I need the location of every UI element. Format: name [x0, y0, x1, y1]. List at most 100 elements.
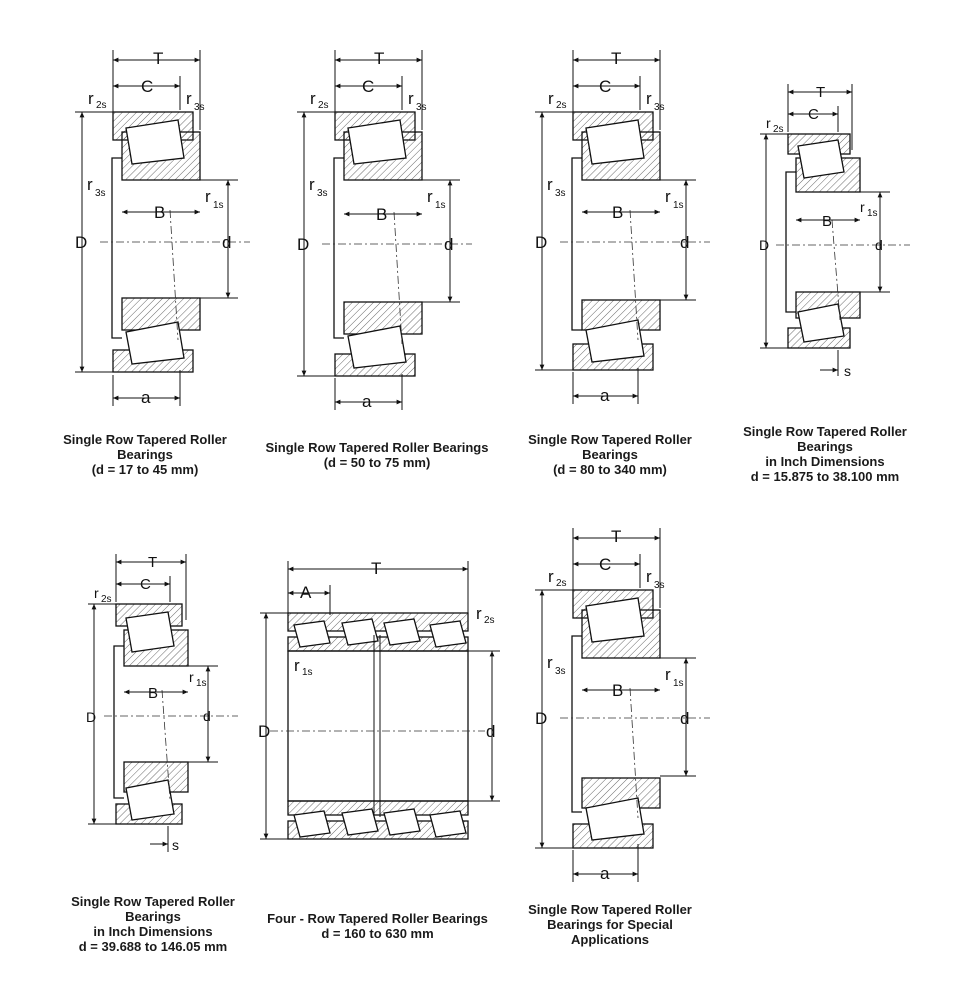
- dimension-label: d: [680, 709, 689, 728]
- dimension-label: C: [140, 576, 151, 593]
- dimension-label: a: [362, 392, 372, 411]
- caption-line: Bearings: [797, 439, 853, 454]
- dimension-label: 2s: [318, 100, 329, 111]
- label-r2s: r: [88, 89, 94, 108]
- dimension-label: T: [611, 527, 621, 546]
- caption-line: (d = 17 to 45 mm): [91, 462, 199, 477]
- dimension-label: T: [611, 49, 621, 68]
- label-r1s: r: [205, 187, 211, 206]
- dimension-label: r: [189, 669, 194, 685]
- dimension-label: 1s: [673, 200, 684, 211]
- dimension-label: 2s: [101, 594, 112, 605]
- dimension-label: r: [408, 89, 414, 108]
- bearing-panel-6: T A r 2s r 1s D d Four - Row Tapered: [250, 555, 510, 955]
- dimension-label: B: [612, 681, 623, 700]
- caption-line: d = 160 to 630 mm: [321, 926, 434, 941]
- caption-2: Single Row Tapered Roller Bearings(d = 5…: [252, 440, 502, 470]
- dimension-label: d: [203, 708, 211, 724]
- dimension-label: 1s: [435, 200, 446, 211]
- dimension-label: 3s: [654, 102, 665, 113]
- caption-line: d = 39.688 to 146.05 mm: [78, 939, 228, 954]
- bearing-drawing-7: T C r 2s r 3s r 3s D d r 1s B a: [535, 527, 710, 883]
- dimension-label: d: [486, 722, 495, 741]
- dimension-label: D: [535, 709, 547, 728]
- dimension-label: 3s: [416, 102, 427, 113]
- dimension-label: 3s: [654, 580, 665, 591]
- dimension-label: B: [376, 205, 387, 224]
- label-T: T: [374, 49, 384, 68]
- label-D: D: [75, 233, 87, 252]
- caption-line: Single Row Tapered Roller: [528, 432, 692, 447]
- caption-line: Single Row Tapered Roller: [528, 902, 692, 917]
- label-B: B: [154, 203, 165, 222]
- caption-line: Single Row Tapered Roller Bearings: [265, 440, 489, 455]
- dimension-label: r: [309, 175, 315, 194]
- bearing-panel-4: T C r 2s D d r 1s B s Single Row Tapered…: [740, 80, 940, 500]
- dimension-label: A: [300, 583, 312, 602]
- dimension-label: r: [310, 89, 316, 108]
- caption-line: Single Row Tapered Roller: [743, 424, 907, 439]
- caption-line: in Inch Dimensions: [765, 454, 885, 469]
- bearing-drawing-6: T A r 2s r 1s D d: [258, 559, 500, 840]
- bearing-drawing-3: T C r 2s r 3s r 3s D d r 1s B a: [535, 49, 710, 405]
- dimension-label: r: [860, 199, 865, 215]
- dimension-label: a: [600, 386, 610, 405]
- dimension-label: 3s: [194, 102, 205, 113]
- bearing-drawing-4: T C r 2s D d r 1s B s: [759, 84, 910, 379]
- caption-line: Bearings: [125, 909, 181, 924]
- dimension-label: r: [476, 604, 482, 623]
- dimension-label: r: [548, 567, 554, 586]
- dimension-label: r: [665, 665, 671, 684]
- bearing-drawing-5: T C r 2s D d r 1s B s: [86, 554, 238, 853]
- caption-line: Bearings for Special: [547, 917, 673, 932]
- dimension-label: 3s: [555, 188, 566, 199]
- dimension-label: C: [599, 77, 611, 96]
- label-r3s-top: r: [186, 89, 192, 108]
- dimension-label: D: [258, 722, 270, 741]
- dimension-label: C: [808, 106, 819, 123]
- dimension-label: d: [444, 235, 453, 254]
- dimension-label: 3s: [555, 666, 566, 677]
- dimension-label: r: [646, 567, 652, 586]
- caption-line: Four - Row Tapered Roller Bearings: [267, 911, 488, 926]
- dimension-label: T: [148, 554, 157, 571]
- caption-line: Single Row Tapered Roller: [63, 432, 227, 447]
- bearing-drawing-1: T C r 2s r 3s r 3s D d r 1s B: [75, 49, 250, 407]
- dimension-label: r: [548, 89, 554, 108]
- dimension-label: 3s: [95, 188, 106, 199]
- dimension-label: 1s: [673, 678, 684, 689]
- dimension-label: r: [427, 187, 433, 206]
- dimension-label: 2s: [96, 100, 107, 111]
- dimension-label: r: [547, 175, 553, 194]
- dimension-label: 1s: [196, 678, 207, 689]
- label-T: T: [153, 49, 163, 68]
- label-C: C: [141, 77, 153, 96]
- caption-line: in Inch Dimensions: [93, 924, 213, 939]
- caption-line: Bearings: [582, 447, 638, 462]
- dimension-label: 2s: [556, 100, 567, 111]
- dimension-label: r: [547, 653, 553, 672]
- bearing-panel-5: T C r 2s D d r 1s B s Single Row Tapered…: [68, 550, 268, 970]
- label-C: C: [362, 77, 374, 96]
- dimension-label: D: [86, 709, 96, 725]
- dimension-label: d: [875, 237, 883, 253]
- dimension-label: r: [646, 89, 652, 108]
- dimension-label: r: [294, 656, 300, 675]
- dimension-label: 1s: [302, 667, 313, 678]
- bearing-panel-3: T C r 2s r 3s r 3s D d r 1s B a Single R…: [520, 40, 710, 480]
- dimension-label: d: [680, 233, 689, 252]
- bearing-panel-2: T C r 2s r 3s r 3s D d r 1s B a Single R…: [266, 40, 489, 480]
- dimension-label: s: [844, 363, 851, 379]
- dimension-label: r: [94, 585, 99, 601]
- dimension-label: B: [148, 685, 158, 702]
- dimension-label: 3s: [317, 188, 328, 199]
- caption-line: (d = 80 to 340 mm): [553, 462, 667, 477]
- dimension-label: a: [600, 864, 610, 883]
- dimension-label: B: [822, 213, 832, 230]
- caption-line: (d = 50 to 75 mm): [323, 455, 431, 470]
- dimension-label: 1s: [867, 208, 878, 219]
